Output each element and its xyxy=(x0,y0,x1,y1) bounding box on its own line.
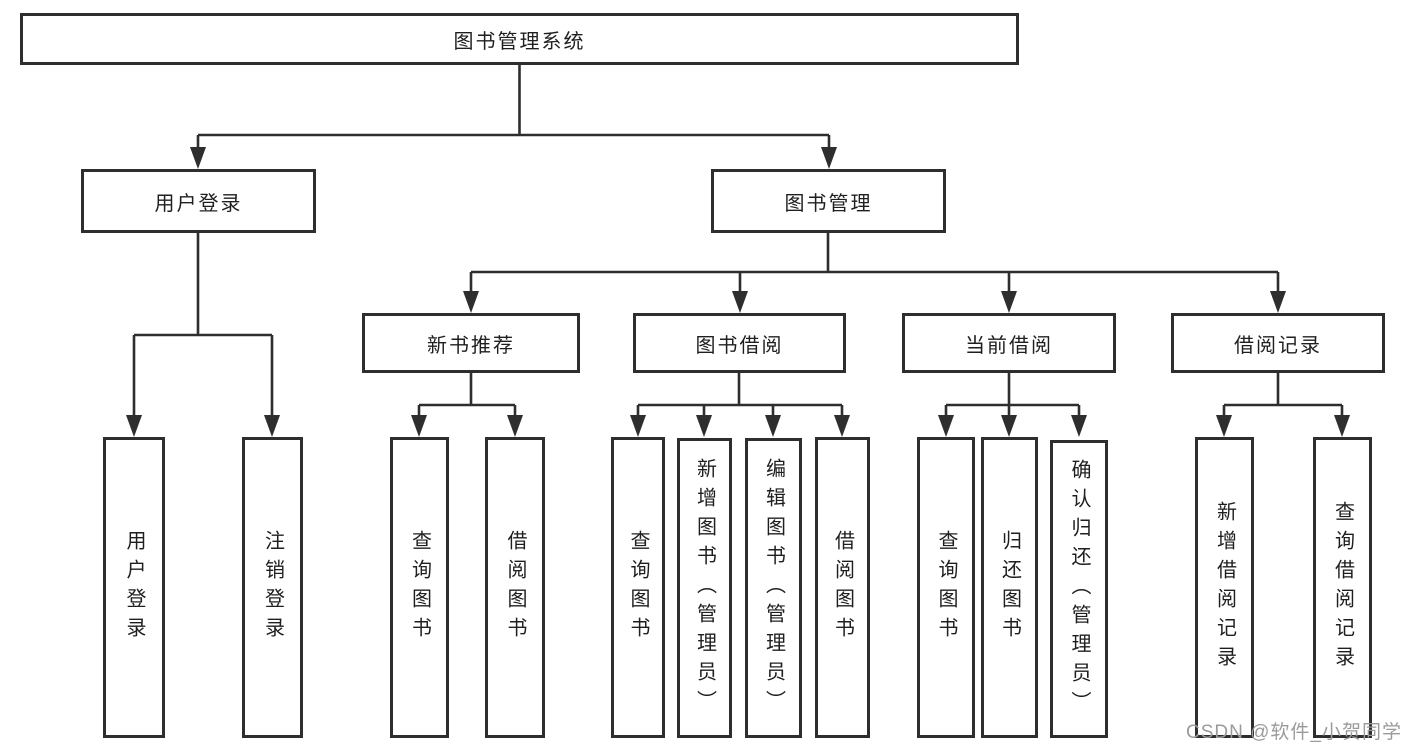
node-new-book-recommendation: 新书推荐 xyxy=(362,313,580,373)
node-label: 查询图书 xyxy=(935,529,957,646)
leaf-query-books-3: 查询图书 xyxy=(917,437,975,738)
node-label: 用户登录 xyxy=(154,192,243,215)
node-label: 图书借阅 xyxy=(695,334,784,357)
node-label: 用户登录 xyxy=(123,529,145,646)
node-book-management: 图书管理 xyxy=(711,169,946,233)
node-label: 编辑图书（管理员） xyxy=(762,457,785,719)
leaf-edit-book-admin: 编辑图书（管理员） xyxy=(745,438,802,738)
node-library-management-system: 图书管理系统 xyxy=(20,13,1019,65)
connector-new-book-recommendation-to-leaves xyxy=(411,373,523,437)
node-book-borrowing: 图书借阅 xyxy=(633,313,846,373)
node-label: 归还图书 xyxy=(998,529,1021,646)
node-label: 确认归还（管理员） xyxy=(1068,458,1090,720)
node-label: 查询图书 xyxy=(627,529,649,646)
node-current-borrowing: 当前借阅 xyxy=(902,313,1116,373)
connector-borrowing-records-to-leaves xyxy=(1216,373,1350,437)
leaf-confirm-return-admin: 确认归还（管理员） xyxy=(1050,440,1108,738)
leaf-add-borrow-record: 新增借阅记录 xyxy=(1195,437,1254,738)
node-borrowing-records: 借阅记录 xyxy=(1171,313,1385,373)
leaf-borrow-books: 借阅图书 xyxy=(485,437,545,738)
leaf-add-book-admin: 新增图书（管理员） xyxy=(677,438,732,738)
node-user-login: 用户登录 xyxy=(81,169,316,233)
node-label: 新书推荐 xyxy=(427,334,515,357)
node-label: 借阅图书 xyxy=(831,529,854,646)
node-label: 注销登录 xyxy=(261,529,284,646)
node-label: 借阅记录 xyxy=(1234,334,1322,357)
node-label: 查询借阅记录 xyxy=(1331,500,1354,675)
leaf-return-books: 归还图书 xyxy=(981,437,1038,738)
node-label: 新增借阅记录 xyxy=(1213,500,1236,675)
leaf-logout: 注销登录 xyxy=(242,437,303,738)
connector-current-borrowing-to-leaves xyxy=(938,373,1087,437)
node-label: 图书管理 xyxy=(784,192,873,215)
connector-user-login-to-leaves xyxy=(126,233,280,437)
node-label: 新增图书（管理员） xyxy=(693,457,716,719)
connector-book-borrowing-to-leaves xyxy=(630,373,850,437)
watermark-csdn: CSDN @软件_小贺同学 xyxy=(1186,722,1402,743)
node-label: 查询图书 xyxy=(408,529,431,646)
connector-root-to-level2 xyxy=(190,65,837,169)
leaf-query-books-2: 查询图书 xyxy=(611,437,665,738)
leaf-query-books: 查询图书 xyxy=(390,437,449,738)
node-label: 图书管理系统 xyxy=(453,30,586,53)
leaf-query-borrow-record: 查询借阅记录 xyxy=(1313,437,1372,738)
connector-book-management-to-level3 xyxy=(463,233,1286,313)
node-label: 借阅图书 xyxy=(504,529,526,646)
leaf-borrow-books-2: 借阅图书 xyxy=(815,437,870,738)
leaf-user-login: 用户登录 xyxy=(103,437,165,738)
node-label: 当前借阅 xyxy=(965,334,1053,357)
